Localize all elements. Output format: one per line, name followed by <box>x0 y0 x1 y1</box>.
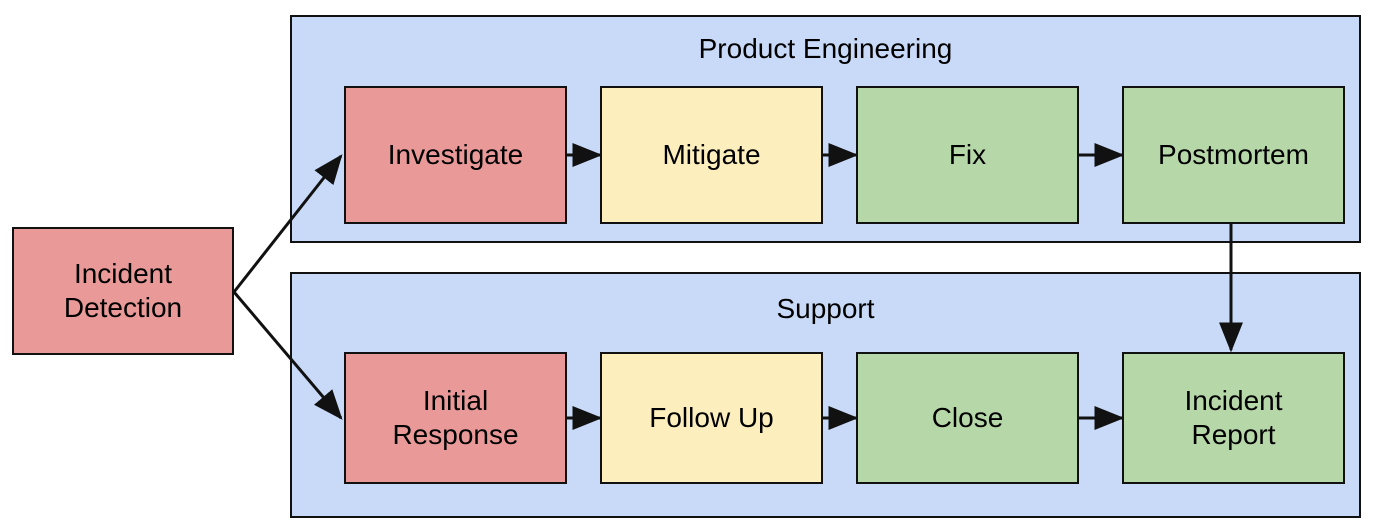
node-postmortem-label: Postmortem <box>1158 139 1309 170</box>
node-follow-up[interactable]: Follow Up <box>600 352 823 484</box>
node-mitigate[interactable]: Mitigate <box>600 86 823 224</box>
node-incident-detection[interactable]: Incident Detection <box>12 227 234 355</box>
node-fix-label: Fix <box>948 139 987 170</box>
node-postmortem[interactable]: Postmortem <box>1122 86 1345 224</box>
node-investigate[interactable]: Investigate <box>344 86 567 224</box>
node-incident-report-label: Incident Report <box>1184 385 1283 450</box>
node-close[interactable]: Close <box>856 352 1079 484</box>
swimlane-product-engineering-title: Product Engineering <box>698 33 953 64</box>
node-investigate-label: Investigate <box>387 139 524 170</box>
node-mitigate-label: Mitigate <box>662 139 761 170</box>
node-incident-report[interactable]: Incident Report <box>1122 352 1345 484</box>
swimlane-support-title: Support <box>776 293 875 324</box>
node-close-label: Close <box>931 402 1004 433</box>
node-fix[interactable]: Fix <box>856 86 1079 224</box>
node-initial-response[interactable]: Initial Response <box>344 352 567 484</box>
node-incident-detection-label: Incident Detection <box>63 258 183 323</box>
node-initial-response-label: Initial Response <box>392 385 519 450</box>
node-follow-up-label: Follow Up <box>649 402 774 433</box>
